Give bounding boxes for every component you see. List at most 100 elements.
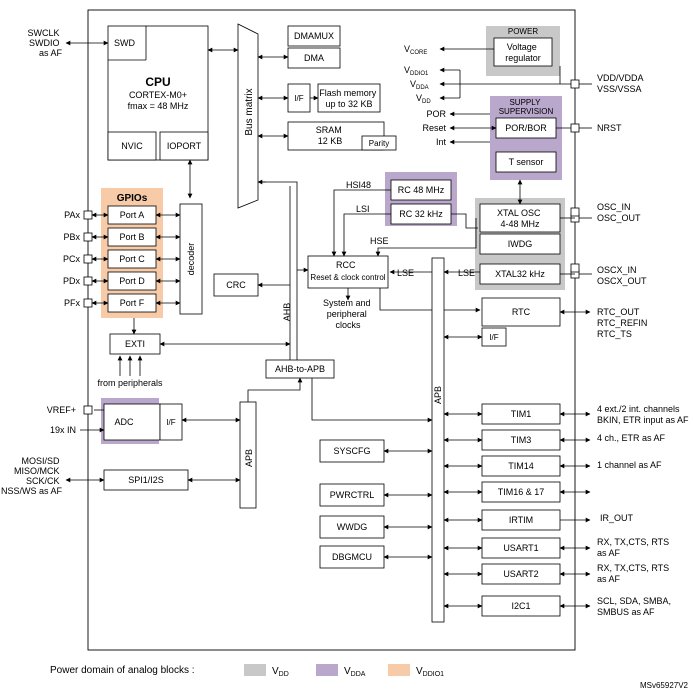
port-pin-a: PAx (64, 210, 80, 220)
pin-sq-oscx-top (570, 263, 580, 273)
pin-oscx-in: OSCX_IN (597, 265, 637, 275)
adc-block (103, 403, 161, 441)
irtim-block: IRTIM (481, 509, 561, 531)
tsensor-label: T sensor (509, 157, 544, 167)
figure-id: MSv65927V2 (640, 681, 689, 690)
from-peripherals: from peripherals (97, 378, 163, 388)
pin-osc-out: OSC_OUT (597, 213, 641, 223)
i2c1-block: I2C1 (481, 595, 561, 617)
pin-rtc-refin: RTC_REFIN (597, 318, 647, 328)
apb-bus-right (431, 257, 445, 623)
porbor-label: POR/BOR (505, 123, 547, 133)
port-a: Port A (107, 205, 157, 225)
port-pin-d: PDx (63, 276, 81, 286)
lse-label: LSE (397, 268, 414, 278)
hsi48-label: HSI48 (346, 180, 371, 190)
rc32-label: RC 32 kHz (399, 209, 443, 219)
parity-block (361, 135, 397, 151)
port-b-label: Port B (119, 232, 144, 242)
rc48-label: RC 48 MHz (398, 185, 445, 195)
legend-vdda: VDDA (344, 666, 366, 678)
wwdg-block-label: WWDG (337, 522, 368, 532)
vref-label: VREF+ (47, 405, 76, 415)
port-pin-b: PBx (63, 232, 80, 242)
gpios-title: GPIOs (117, 193, 148, 204)
pin-sq-osc-top (570, 207, 580, 217)
vdda-label: VDDA (410, 79, 429, 91)
port-c-label: Port C (119, 254, 145, 264)
ir-out: IR_OUT (600, 513, 634, 523)
pwrctrl-block: PWRCTRL (319, 483, 385, 507)
vcore-label: VCORE (404, 44, 427, 56)
regulator-block (493, 37, 553, 67)
wwdg-block: WWDG (319, 515, 385, 539)
port-f-label: Port F (120, 298, 145, 308)
port-d-label: Port D (119, 276, 145, 286)
pin-sq-nrst (570, 123, 580, 133)
tsensor-block (495, 151, 557, 173)
sram-label: SRAM 12 KB (316, 125, 345, 146)
legend-vdd-swatch (244, 664, 266, 676)
tim1-pins: 4 ext./2 int. channels BKIN, ETR input a… (597, 404, 689, 425)
legend-vddio1-swatch (388, 664, 410, 676)
tim14-block-label: TIM14 (508, 461, 534, 471)
sys-clocks: System and peripheral clocks (323, 298, 373, 330)
spi-pins: MOSI/SD MISO/MCK SCK/CK NSS/WS as AF (1, 456, 63, 496)
legend-vdda-swatch (316, 664, 338, 676)
port-c: Port C (107, 249, 157, 269)
swd-pins: SWCLK SWDIO as AF (27, 28, 62, 58)
ioport-block (159, 131, 209, 161)
spi-label: SPI1/I2S (128, 475, 164, 485)
rtc-label: RTC (512, 307, 531, 317)
ahb-label: AHB (282, 303, 292, 322)
port-b: Port B (107, 227, 157, 247)
legend-vdd: VDD (272, 666, 289, 678)
decoder-block (179, 203, 203, 315)
bus-matrix (237, 23, 259, 209)
port-pin-square-d (83, 276, 93, 286)
dbgmcu-block: DBGMCU (319, 545, 385, 569)
tim3-block: TIM3 (481, 429, 561, 451)
tim3-pins: 4 ch., ETR as AF (597, 433, 666, 443)
legend-title: Power domain of analog blocks : (50, 665, 195, 676)
syscfg-block: SYSCFG (319, 439, 385, 463)
tim1-block-label: TIM1 (511, 409, 532, 419)
pin-nrst: NRST (597, 123, 622, 133)
rcc-block (307, 255, 389, 289)
swd-label: SWD (114, 38, 135, 48)
xtal-osc-label: XTAL OSC 4-48 MHz (497, 208, 543, 229)
apb-right-label: APB (433, 386, 443, 404)
dmamux-block (287, 25, 341, 47)
port-pin-square-a (83, 210, 93, 220)
port-d: Port D (107, 271, 157, 291)
dbgmcu-block-label: DBGMCU (332, 552, 372, 562)
usart2-pins: RX, TX,CTS, RTS as AF (597, 563, 672, 584)
flash-if-label: I/F (294, 94, 303, 103)
tim14-pins: 1 channel as AF (597, 460, 662, 470)
flash-block (317, 83, 381, 113)
exti-label: EXTI (125, 339, 145, 349)
pin-sq-vdd (570, 79, 580, 89)
crc-label: CRC (226, 280, 246, 290)
vref-pin-square (83, 405, 93, 415)
usart1-block-label: USART1 (503, 543, 538, 553)
port-pin-square-b (83, 232, 93, 242)
i2c1-block-label: I2C1 (511, 601, 530, 611)
regulator-label: Voltage regulator (505, 42, 541, 63)
port-pin-f: PFx (64, 298, 81, 308)
ioport-label: IOPORT (167, 141, 202, 151)
pin-vdd-vdda: VDD/VDDA (597, 73, 644, 83)
chip-outline (87, 9, 576, 651)
dma-label: DMA (304, 53, 324, 63)
port-pin-square-f (83, 298, 93, 308)
pwrctrl-block-label: PWRCTRL (330, 490, 375, 500)
usart2-block-label: USART2 (503, 569, 538, 579)
usart1-pins: RX, TX,CTS, RTS as AF (597, 537, 672, 558)
pin-rtc-out: RTC_OUT (597, 307, 640, 317)
pin-oscx-out: OSCX_OUT (597, 276, 647, 286)
adc-label: ADC (114, 417, 134, 427)
tim1617-block: TIM16 & 17 (481, 481, 561, 503)
pin-rtc-ts: RTC_TS (597, 329, 632, 339)
decoder-label: decoder (186, 243, 196, 276)
